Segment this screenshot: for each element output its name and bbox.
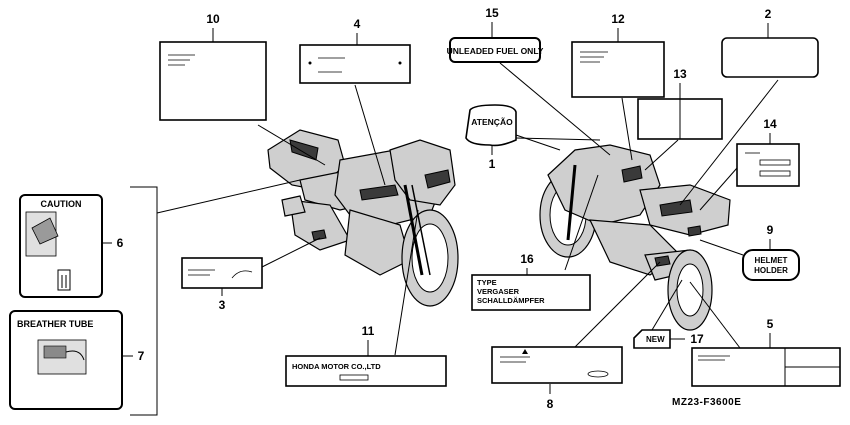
honda-label: HONDA MOTOR CO.,LTD	[292, 362, 381, 371]
callout-5: 5	[767, 317, 774, 331]
callout-14: 14	[763, 117, 777, 131]
callout-3: 3	[219, 298, 226, 312]
type-label-line1: TYPE	[477, 278, 497, 287]
helmet-holder-line2: HOLDER	[754, 266, 788, 275]
callout-11: 11	[362, 324, 375, 338]
callout-7: 7	[138, 349, 145, 363]
label-10: 10	[159, 12, 326, 166]
callout-1: 1	[489, 157, 496, 171]
callout-4: 4	[354, 17, 361, 31]
callout-15: 15	[485, 6, 499, 20]
breather-tube-label: BREATHER TUBE	[17, 319, 93, 329]
label-14: 14	[699, 117, 800, 211]
callout-8: 8	[547, 397, 554, 411]
helmet-holder-line1: HELMET	[755, 256, 788, 265]
callout-13: 13	[673, 67, 687, 81]
label-7: BREATHER TUBE 7	[9, 310, 145, 410]
label-9: 9 HELMET HOLDER	[699, 223, 800, 281]
callout-2: 2	[765, 7, 772, 21]
label-13: 13	[637, 67, 723, 171]
label-4: 4	[299, 17, 411, 186]
part-code: MZ23-F3600E	[672, 397, 741, 408]
callout-10: 10	[206, 12, 220, 26]
label-5: 5	[689, 281, 841, 387]
label-8: 8	[491, 261, 661, 411]
atencao-label: ATENÇÃO	[471, 117, 513, 127]
label-6: CAUTION 6	[19, 194, 124, 298]
callout-9: 9	[767, 223, 774, 237]
new-label: NEW	[646, 335, 665, 344]
label-1: ATENÇÃO 1	[465, 104, 601, 171]
type-label-line2: VERGASER	[477, 287, 520, 296]
unleaded-fuel-label: UNLEADED FUEL ONLY	[447, 46, 544, 56]
callout-17: 17	[690, 332, 704, 346]
label-12: 12	[571, 12, 665, 161]
label-17: NEW 17	[633, 279, 704, 349]
callout-6: 6	[117, 236, 124, 250]
group-bracket	[130, 186, 158, 416]
right-motorcycle	[539, 144, 731, 331]
callout-16: 16	[520, 252, 534, 266]
label-3: 3	[181, 237, 321, 312]
label-2: 2	[679, 7, 819, 206]
leader-6-7	[156, 179, 301, 214]
label-11: 11 HONDA MOTOR CO.,LTD	[285, 209, 447, 387]
label-16: 16 TYPE VERGASER SCHALLDÄMPFER	[471, 174, 599, 311]
left-motorcycle	[267, 129, 459, 307]
type-label-line3: SCHALLDÄMPFER	[477, 296, 545, 305]
callout-12: 12	[611, 12, 625, 26]
caution-label: CAUTION	[41, 199, 82, 209]
